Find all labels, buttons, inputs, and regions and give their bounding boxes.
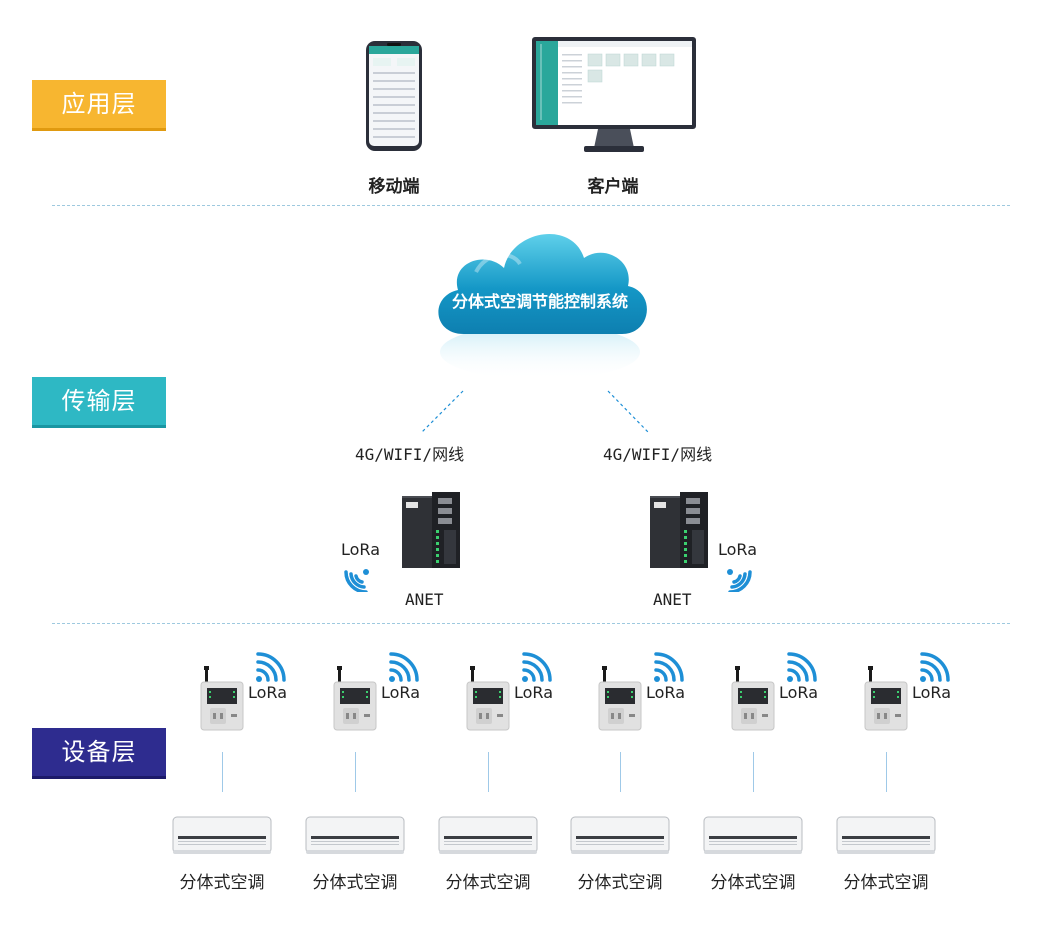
ac-caption: 分体式空调	[179, 873, 265, 893]
device-wireless-label: LoRa	[248, 683, 287, 702]
cloud-system	[424, 212, 656, 382]
mobile-caption: 移动端	[368, 177, 420, 197]
device-wireless-label: LoRa	[381, 683, 420, 702]
wifi-icon	[252, 648, 286, 682]
gateway-right-image	[648, 490, 710, 570]
device-wireless-label: LoRa	[912, 683, 951, 702]
desktop-monitor-image	[530, 36, 698, 154]
separator-top	[52, 205, 1010, 206]
wifi-icon	[344, 558, 378, 594]
socket-controller-image	[464, 666, 514, 732]
split-ac-image	[570, 816, 670, 856]
wifi-icon	[385, 648, 419, 682]
mobile-phone-image	[365, 40, 423, 152]
split-ac-image	[703, 816, 803, 856]
ac-caption: 分体式空调	[577, 873, 663, 893]
socket-controller-image	[198, 666, 248, 732]
wifi-icon	[518, 648, 552, 682]
split-ac-image	[438, 816, 538, 856]
gateway-right-wireless-label: LoRa	[718, 540, 757, 559]
wifi-icon	[650, 648, 684, 682]
wifi-icon	[783, 648, 817, 682]
split-ac-image	[172, 816, 272, 856]
device-wireless-label: LoRa	[514, 683, 553, 702]
wifi-icon	[718, 558, 752, 594]
connector-line	[355, 752, 356, 792]
device-wireless-label: LoRa	[779, 683, 818, 702]
separator-bottom	[52, 623, 1010, 624]
socket-controller-image	[331, 666, 381, 732]
cloud-label: 分体式空调节能控制系统	[451, 292, 628, 311]
socket-controller-image	[729, 666, 779, 732]
socket-controller-image	[862, 666, 912, 732]
layer-tag-device: 设备层	[32, 728, 166, 776]
ac-caption: 分体式空调	[710, 873, 796, 893]
connector-line	[886, 752, 887, 792]
connector-line	[488, 752, 489, 792]
gateway-left-label: ANET	[405, 590, 444, 609]
connector-line	[620, 752, 621, 792]
gateway-left-wireless-label: LoRa	[341, 540, 380, 559]
wifi-icon	[916, 648, 950, 682]
gateway-left-image	[400, 490, 462, 570]
ac-caption: 分体式空调	[843, 873, 929, 893]
socket-controller-image	[596, 666, 646, 732]
ac-caption: 分体式空调	[445, 873, 531, 893]
split-ac-image	[305, 816, 405, 856]
device-wireless-label: LoRa	[646, 683, 685, 702]
connector-line	[753, 752, 754, 792]
gateway-right-label: ANET	[653, 590, 692, 609]
client-caption: 客户端	[587, 177, 639, 197]
layer-tag-application: 应用层	[32, 80, 166, 128]
network-label-left: 4G/WIFI/网线	[355, 445, 465, 464]
layer-tag-transport: 传输层	[32, 377, 166, 425]
network-label-right: 4G/WIFI/网线	[603, 445, 713, 464]
split-ac-image	[836, 816, 936, 856]
ac-caption: 分体式空调	[312, 873, 398, 893]
connector-line	[222, 752, 223, 792]
